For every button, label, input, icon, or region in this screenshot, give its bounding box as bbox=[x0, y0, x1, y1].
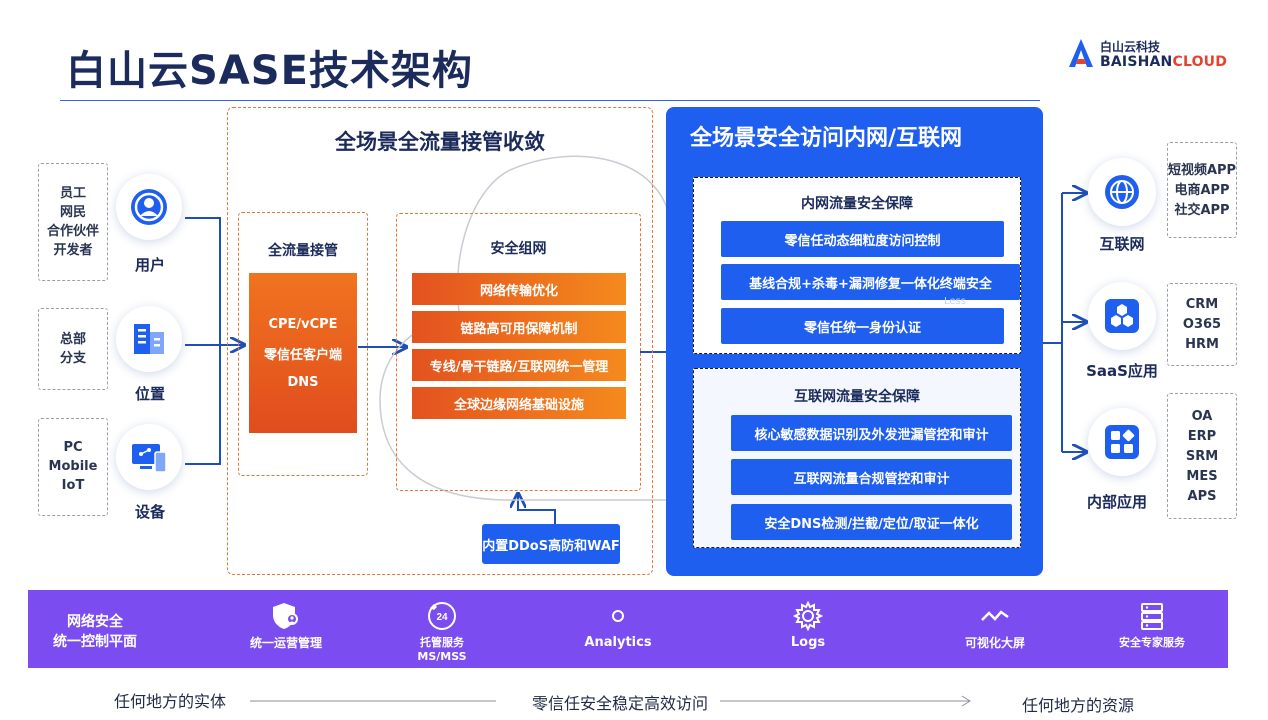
brand-logo: 白山云科技 BAISHANCLOUD bbox=[1068, 36, 1228, 72]
internet-compliance-audit: 互联网流量合规管控和审计 bbox=[731, 459, 1012, 495]
internet-node bbox=[1088, 158, 1156, 226]
method-zt-client: 零信任客户端 bbox=[263, 347, 342, 363]
logo-en-text: BAISHANCLOUD bbox=[1100, 54, 1228, 70]
unified-link-management: 专线/骨干链路/互联网统一管理 bbox=[412, 349, 626, 381]
destination-label-saas: SaaS应用 bbox=[1086, 362, 1158, 380]
source-box-users: 员工 网民 合作伙伴 开发者 bbox=[38, 163, 108, 281]
cloud-fragment-text: Less bbox=[944, 296, 966, 307]
phone-24h-icon: 24 bbox=[428, 602, 456, 630]
title-divider bbox=[60, 100, 1040, 101]
svg-text:24: 24 bbox=[436, 612, 448, 623]
cp-item-dashboard: 可视化大屏 bbox=[945, 604, 1045, 650]
link-ha-mechanism: 链路高可用保障机制 bbox=[412, 311, 626, 343]
user-icon bbox=[131, 189, 167, 225]
saas-icon bbox=[1105, 299, 1139, 333]
full-traffic-box bbox=[238, 212, 368, 476]
saas-apps-box: CRM O365 HRM bbox=[1167, 283, 1237, 366]
source-label-devices: 设备 bbox=[134, 503, 165, 521]
security-network-box bbox=[396, 213, 641, 491]
control-plane-band bbox=[28, 590, 1228, 668]
internet-apps-box: 短视频APP 电商APP 社交APP bbox=[1167, 142, 1237, 238]
full-traffic-title: 全流量接管 bbox=[268, 243, 338, 259]
device-icon bbox=[132, 444, 167, 473]
destination-label-internet: 互联网 bbox=[1099, 235, 1145, 253]
network-transport-optimization: 网络传输优化 bbox=[412, 273, 626, 305]
destination-label-internal: 内部应用 bbox=[1086, 493, 1147, 511]
page-title: 白山云SASE技术架构 bbox=[66, 48, 473, 94]
security-network-title: 安全组网 bbox=[490, 241, 547, 257]
user-node bbox=[116, 174, 182, 240]
cp-item-analytics: Analytics bbox=[568, 604, 668, 650]
intranet-security-title: 内网流量安全保障 bbox=[801, 196, 913, 212]
footer-right-text: 任何地方的资源 bbox=[1022, 696, 1135, 715]
saas-node bbox=[1088, 282, 1156, 350]
method-cpe: CPE/vCPE bbox=[268, 316, 338, 332]
internet-security-title: 互联网流量安全保障 bbox=[794, 389, 920, 405]
global-edge-infrastructure: 全球边缘网络基础设施 bbox=[412, 387, 626, 419]
building-icon bbox=[134, 324, 164, 354]
takeover-section bbox=[227, 107, 653, 575]
circle-icon bbox=[612, 610, 624, 622]
cp-item-expert-service: 安全专家服务 bbox=[1102, 600, 1202, 650]
internal-apps-box: OA ERP SRM MES APS bbox=[1167, 393, 1237, 519]
device-node bbox=[116, 424, 182, 490]
secure-dns-integration: 安全DNS检测/拦截/定位/取证一体化 bbox=[731, 504, 1012, 540]
control-plane-title: 网络安全 统一控制平面 bbox=[53, 614, 137, 650]
source-label-locations: 位置 bbox=[134, 385, 165, 403]
baishan-logo-icon bbox=[1069, 39, 1093, 67]
footer-left-text: 任何地方的实体 bbox=[114, 692, 227, 711]
zt-dynamic-access-control: 零信任动态细粒度访问控制 bbox=[721, 221, 1004, 257]
cp-item-ops-management: 统一运营管理 bbox=[236, 600, 336, 650]
source-label-users: 用户 bbox=[134, 256, 165, 274]
method-dns: DNS bbox=[287, 374, 319, 390]
server-icon bbox=[1141, 603, 1163, 630]
ddos-waf-box: 内置DDoS高防和WAF bbox=[482, 524, 620, 564]
takeover-title: 全场景全流量接管收敛 bbox=[335, 130, 545, 154]
shield-user-icon bbox=[273, 603, 298, 629]
cp-item-logs: Logs bbox=[758, 600, 858, 650]
footer-center-text: 零信任安全稳定高效访问 bbox=[532, 694, 709, 713]
full-traffic-methods: CPE/vCPE 零信任客户端 DNS bbox=[249, 273, 357, 433]
location-node bbox=[116, 306, 182, 372]
trend-icon bbox=[981, 610, 1009, 621]
endpoint-security-integration: 基线合规+杀毒+漏洞修复一体化终端安全 bbox=[721, 264, 1020, 300]
gear-icon bbox=[792, 600, 824, 632]
apps-icon bbox=[1105, 425, 1139, 459]
logo-cn-text: 白山云科技 bbox=[1100, 40, 1161, 54]
source-box-locations: 总部 分支 bbox=[38, 308, 108, 390]
internal-apps-node bbox=[1088, 408, 1156, 476]
globe-icon bbox=[1105, 175, 1139, 209]
secure-access-title: 全场景安全访问内网/互联网 bbox=[690, 126, 963, 151]
source-box-devices: PC Mobile IoT bbox=[38, 418, 108, 516]
cp-item-managed-service: 24 托管服务 MS/MSS bbox=[392, 600, 492, 664]
sensitive-data-leak-control: 核心敏感数据识别及外发泄漏管控和审计 bbox=[731, 415, 1012, 451]
zt-unified-identity: 零信任统一身份认证 bbox=[721, 308, 1004, 344]
